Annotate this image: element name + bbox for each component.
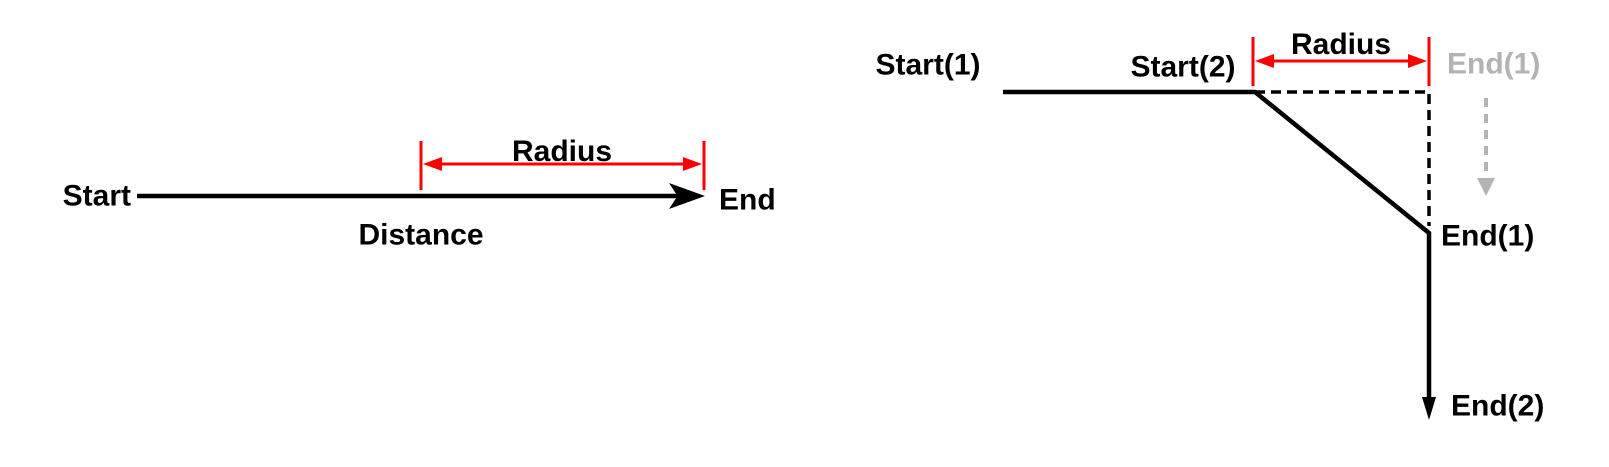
right-bend-diagram: Start(1) Start(2) Radius End(1) End <box>875 28 1544 423</box>
radius-label: Radius <box>512 135 612 168</box>
radius-measure-right: Radius <box>1251 28 1431 86</box>
actual-path-line <box>1003 89 1432 399</box>
radius-label: Radius <box>1291 28 1391 61</box>
radius-arrowhead-right-icon <box>1408 54 1427 68</box>
start1-label: Start(1) <box>875 49 980 82</box>
distance-label: Distance <box>358 219 483 252</box>
radius-arrowhead-right-icon <box>683 157 702 171</box>
end-label: End <box>719 184 776 217</box>
end1-label: End(1) <box>1441 220 1534 253</box>
end2-arrowhead-icon <box>1422 397 1436 420</box>
end1-ghost-label: End(1) <box>1447 48 1540 81</box>
end2-label: End(2) <box>1451 390 1544 423</box>
end1-shift-arrowhead-icon <box>1477 178 1495 196</box>
radius-arrowhead-left-icon <box>423 157 442 171</box>
end1-shift-arrow <box>1477 98 1495 196</box>
start2-label: Start(2) <box>1130 51 1235 84</box>
start-label: Start <box>63 180 131 213</box>
distance-arrowhead-icon <box>669 183 705 209</box>
original-corner-path-dashed <box>1255 90 1431 226</box>
left-distance-diagram: Start End Radius Distance <box>63 135 776 252</box>
radius-measure-left: Radius <box>419 135 706 190</box>
radius-arrowhead-left-icon <box>1255 54 1274 68</box>
